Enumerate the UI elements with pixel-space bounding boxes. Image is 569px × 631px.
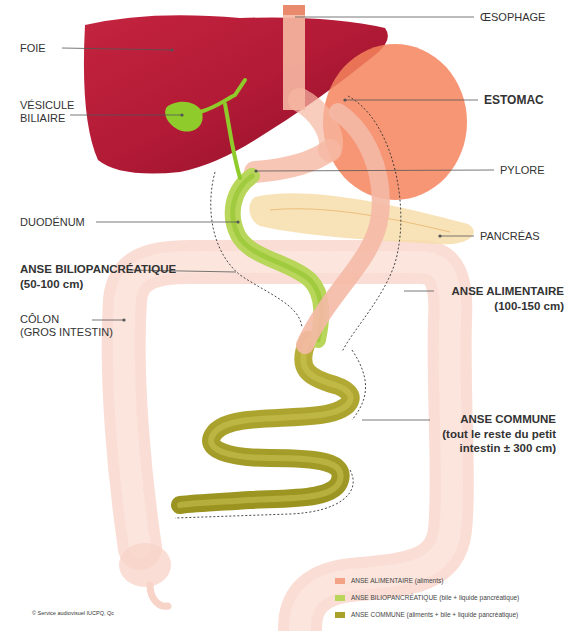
- loop-brackets: [175, 96, 401, 518]
- loop-label: ANSE BILIOPANCRÉATIQUE: [20, 263, 176, 277]
- leader-line: [345, 100, 478, 101]
- common-loop: [180, 340, 351, 505]
- biliopancreatic-loop-highlight: [233, 176, 322, 340]
- leader-dot: [236, 220, 239, 223]
- organ-label: VÉSICULE BILIAIRE: [20, 99, 80, 125]
- organ-label: FOIE: [20, 42, 46, 55]
- colon-haustra: [124, 262, 452, 628]
- leader-line: [295, 17, 474, 18]
- leader-line: [404, 291, 434, 292]
- loop-label: ANSE COMMUNE: [460, 413, 556, 427]
- legend-swatch: [335, 578, 345, 584]
- organ-label: (GROS INTESTIN): [20, 326, 113, 339]
- esophagus-cut: [283, 5, 305, 15]
- leader-dot: [438, 234, 441, 237]
- pancreatic-duct: [270, 209, 450, 232]
- bracket: [352, 350, 366, 420]
- colon: [124, 262, 452, 628]
- leader-line: [440, 236, 474, 237]
- bracket: [211, 172, 302, 328]
- leader-dot: [180, 113, 183, 116]
- leader-dot: [170, 48, 173, 51]
- loop-length: (100-150 cm): [494, 300, 564, 314]
- gallbladder: [165, 102, 202, 132]
- esophagus: [283, 5, 305, 110]
- leader-line: [92, 320, 124, 321]
- loop-length: (tout le reste du petit intestin ± 300 c…: [428, 428, 556, 455]
- organ-label: ŒSOPHAGE: [480, 11, 545, 24]
- bracket: [175, 470, 353, 518]
- organ-label: ESTOMAC: [484, 93, 544, 107]
- legend-swatch: [335, 612, 345, 618]
- loop-length: (50-100 cm): [20, 278, 83, 292]
- leader-dot: [122, 318, 125, 321]
- organ-label: CÔLON: [20, 313, 59, 326]
- leader-line: [62, 48, 172, 50]
- biliopancreatic-loop: [233, 176, 322, 340]
- leader-line: [70, 115, 182, 116]
- leader-line: [96, 222, 238, 223]
- leader-lines: [62, 17, 494, 420]
- common-loop-highlight: [180, 340, 351, 505]
- loop-label: ANSE ALIMENTAIRE: [452, 285, 564, 299]
- legend-text: ANSE COMMUNE (aliments + bile + liquide …: [351, 611, 518, 619]
- leader-line: [362, 420, 430, 421]
- bile-duct: [200, 80, 245, 112]
- organ-label: PANCRÉAS: [480, 230, 540, 243]
- organ-label: DUODÉNUM: [20, 216, 85, 229]
- bracket: [342, 96, 401, 352]
- leader-line: [256, 170, 494, 171]
- leader-dot: [254, 169, 257, 172]
- appendix: [150, 585, 168, 606]
- copyright-note: © Service audiovisuel IUCPQ, Qc: [32, 610, 114, 618]
- legend-swatch: [335, 595, 345, 601]
- leader-dots: [122, 48, 441, 321]
- pancreas: [249, 193, 473, 244]
- bile-duct: [225, 104, 240, 178]
- organ-label: PYLORE: [500, 164, 545, 177]
- cecum: [119, 543, 171, 587]
- legend-text: ANSE ALIMENTAIRE (aliments): [351, 577, 443, 585]
- legend-text: ANSE BILIOPANCRÉATIQUE (bile + liquide p…: [351, 594, 519, 602]
- leader-dot: [343, 98, 346, 101]
